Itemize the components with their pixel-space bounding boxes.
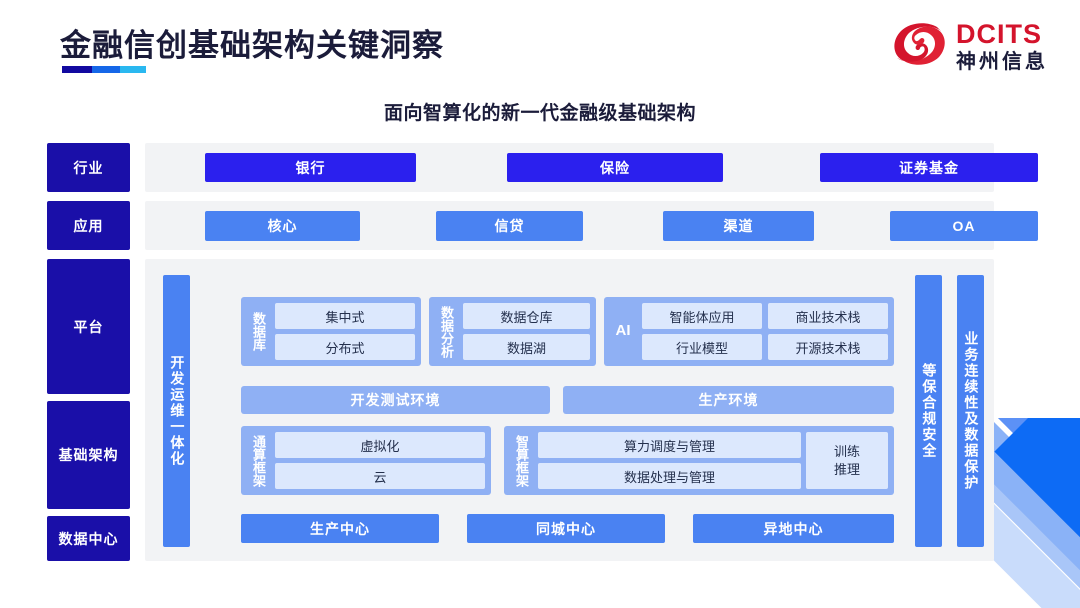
group-database[interactable]: 数据库 集中式 分布式: [241, 297, 421, 366]
stage-label-datacenter[interactable]: 数据中心: [47, 516, 130, 561]
group-general-compute[interactable]: 通算框架 虚拟化 云: [241, 426, 491, 495]
architecture-diagram: 行业 应用 平台 基础架构 数据中心 银行 保险 证券基金 核心 信贷 渠道 O…: [47, 143, 1038, 568]
industry-chip-securities[interactable]: 证券基金: [820, 153, 1038, 182]
cell-cloud[interactable]: 云: [275, 463, 485, 489]
group-ai[interactable]: AI 智能体应用 商业技术栈 行业模型 开源技术栈: [604, 297, 894, 366]
cell-commercial-stack[interactable]: 商业技术栈: [768, 303, 888, 329]
env-bar-dev-test[interactable]: 开发测试环境: [241, 386, 550, 414]
vertical-bar-security[interactable]: 等保合规安全: [915, 275, 942, 547]
industry-chip-bank[interactable]: 银行: [205, 153, 416, 182]
group-intelligent-compute[interactable]: 智算框架 算力调度与管理 数据处理与管理 训练 推理: [504, 426, 894, 495]
application-chip-channel[interactable]: 渠道: [663, 211, 814, 241]
cell-distributed[interactable]: 分布式: [275, 334, 415, 360]
company-logo: DCITS 神州信息: [893, 20, 1048, 72]
vertical-bar-devops[interactable]: 开发运维一体化: [163, 275, 190, 547]
application-chip-core[interactable]: 核心: [205, 211, 360, 241]
application-chip-oa[interactable]: OA: [890, 211, 1038, 241]
cell-industry-model[interactable]: 行业模型: [642, 334, 762, 360]
application-chip-credit[interactable]: 信贷: [436, 211, 583, 241]
group-label-ai: AI: [615, 322, 631, 340]
cell-data-warehouse[interactable]: 数据仓库: [463, 303, 590, 329]
logo-text-cn: 神州信息: [956, 50, 1048, 73]
title-accent-rule: [62, 66, 146, 73]
industry-row-panel: 银行 保险 证券基金: [145, 143, 1038, 192]
cell-inference-label: 推理: [833, 461, 860, 477]
datacenter-chip-production[interactable]: 生产中心: [241, 514, 439, 543]
page-subtitle: 面向智算化的新一代金融级基础架构: [383, 103, 696, 124]
application-row-panel: 核心 信贷 渠道 OA: [145, 201, 1038, 250]
dcits-swirl-icon: [894, 23, 945, 65]
group-label-data-analysis: 数据分析: [439, 305, 455, 358]
stage-label-application[interactable]: 应用: [47, 201, 130, 250]
platform-infrastructure-panel: 开发运维一体化 等保合规安全 业务连续性及数据保护 数据库 集中式 分布式 数据…: [145, 259, 994, 561]
vertical-bar-continuity[interactable]: 业务连续性及数据保护: [957, 275, 984, 547]
stage-label-infrastructure[interactable]: 基础架构: [47, 401, 130, 509]
cell-compute-scheduling[interactable]: 算力调度与管理: [538, 432, 801, 458]
cell-training-inference[interactable]: 训练 推理: [806, 432, 888, 489]
group-data-analysis[interactable]: 数据分析 数据仓库 数据湖: [429, 297, 596, 366]
stage-label-industry[interactable]: 行业: [47, 143, 130, 192]
industry-chip-insurance[interactable]: 保险: [507, 153, 723, 182]
cell-centralized[interactable]: 集中式: [275, 303, 415, 329]
logo-text-en: DCITS: [956, 18, 1042, 49]
stage-label-platform[interactable]: 平台: [47, 259, 130, 394]
datacenter-chip-remote[interactable]: 异地中心: [693, 514, 894, 543]
stage-label-column: 行业 应用 平台 基础架构 数据中心: [47, 143, 130, 568]
cell-data-processing[interactable]: 数据处理与管理: [538, 463, 801, 489]
group-label-database: 数据库: [251, 312, 267, 351]
cell-agent-application[interactable]: 智能体应用: [642, 303, 762, 329]
cell-training-label: 训练: [833, 443, 860, 459]
cell-virtualization[interactable]: 虚拟化: [275, 432, 485, 458]
env-bar-production[interactable]: 生产环境: [563, 386, 894, 414]
group-label-general-compute: 通算框架: [251, 434, 267, 487]
page-title: 金融信创基础架构关键洞察: [60, 28, 444, 63]
cell-opensource-stack[interactable]: 开源技术栈: [768, 334, 888, 360]
datacenter-chip-metro[interactable]: 同城中心: [467, 514, 665, 543]
group-label-intelligent-compute: 智算框架: [514, 434, 530, 487]
cell-data-lake[interactable]: 数据湖: [463, 334, 590, 360]
